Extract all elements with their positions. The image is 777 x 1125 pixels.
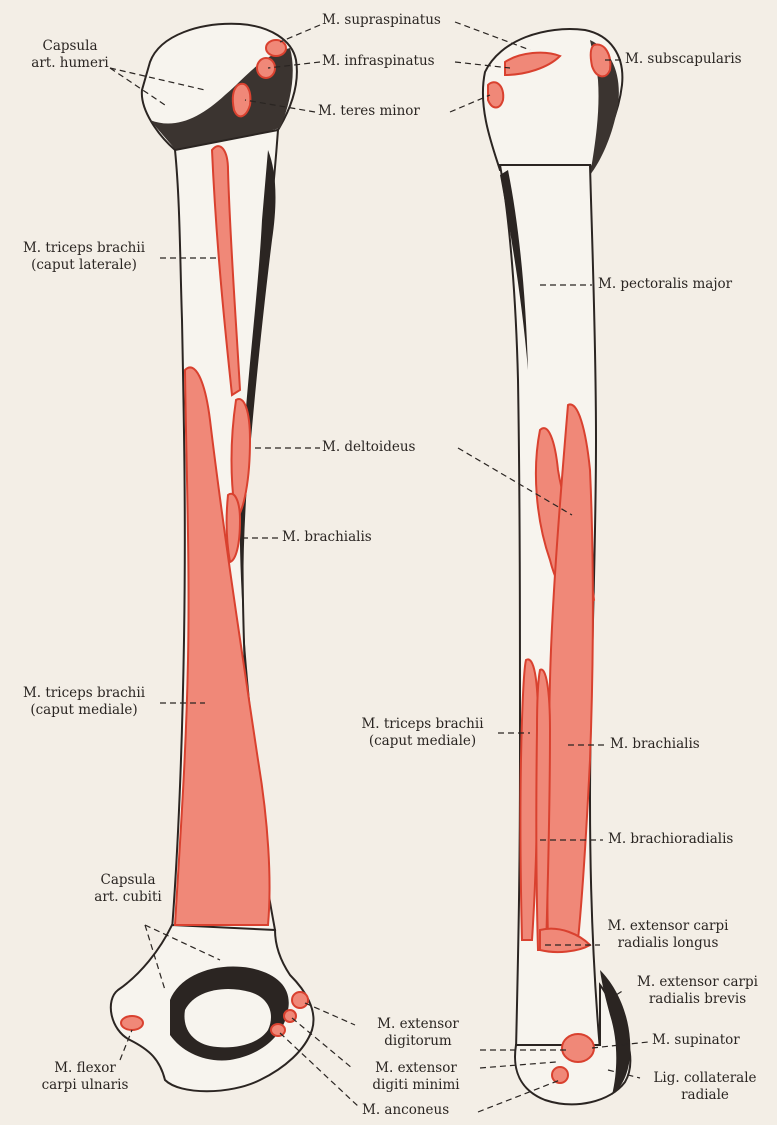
collateral-area-right	[552, 1067, 568, 1083]
label-subscapularis: M. subscapularis	[625, 51, 742, 68]
label-extensor-digitorum: M. extensor digitorum	[358, 1016, 478, 1050]
label-triceps-medial-right: M. triceps brachii (caput mediale)	[345, 716, 500, 750]
label-capsula-humeri: Capsula art. humeri	[20, 38, 120, 72]
infraspinatus-area-left	[257, 58, 275, 78]
label-deltoideus: M. deltoideus	[322, 439, 415, 456]
label-extensor-digiti-minimi: M. extensor digiti minimi	[352, 1060, 480, 1094]
label-brachialis-left: M. brachialis	[282, 529, 372, 546]
label-lig-collaterale: Lig. collaterale radiale	[640, 1070, 770, 1104]
label-anconeus: M. anconeus	[362, 1102, 449, 1119]
label-supraspinatus: M. supraspinatus	[322, 12, 441, 29]
extensor-digitorum-area-left	[292, 992, 308, 1008]
supinator-area-right	[562, 1034, 594, 1062]
leader-supraspinatus-left	[280, 25, 320, 42]
label-flexor-carpi-ulnaris: M. flexor carpi ulnaris	[35, 1060, 135, 1094]
teres-minor-area-right	[488, 82, 503, 107]
teres-minor-area-left	[233, 84, 251, 117]
label-ecr-longus: M. extensor carpi radialis longus	[598, 918, 738, 952]
label-supinator: M. supinator	[652, 1032, 740, 1049]
label-pectoralis-major: M. pectoralis major	[598, 276, 732, 293]
left-humerus	[111, 24, 314, 1091]
label-triceps-medial-left: M. triceps brachii (caput mediale)	[8, 685, 160, 719]
label-brachialis-right: M. brachialis	[610, 736, 700, 753]
label-capsula-cubiti: Capsula art. cubiti	[78, 872, 178, 906]
label-teres-minor: M. teres minor	[318, 103, 420, 120]
label-infraspinatus: M. infraspinatus	[322, 53, 435, 70]
label-ecr-brevis: M. extensor carpi radialis brevis	[625, 974, 770, 1008]
label-brachioradialis: M. brachioradialis	[608, 831, 733, 848]
flexor-carpi-ulnaris-area	[121, 1016, 143, 1030]
supraspinatus-area-left	[266, 40, 286, 56]
anconeus-area-left	[271, 1024, 285, 1036]
left-fossa-highlight	[184, 989, 271, 1047]
label-triceps-lateral: M. triceps brachii (caput laterale)	[8, 240, 160, 274]
brachioradialis-area	[536, 670, 550, 950]
